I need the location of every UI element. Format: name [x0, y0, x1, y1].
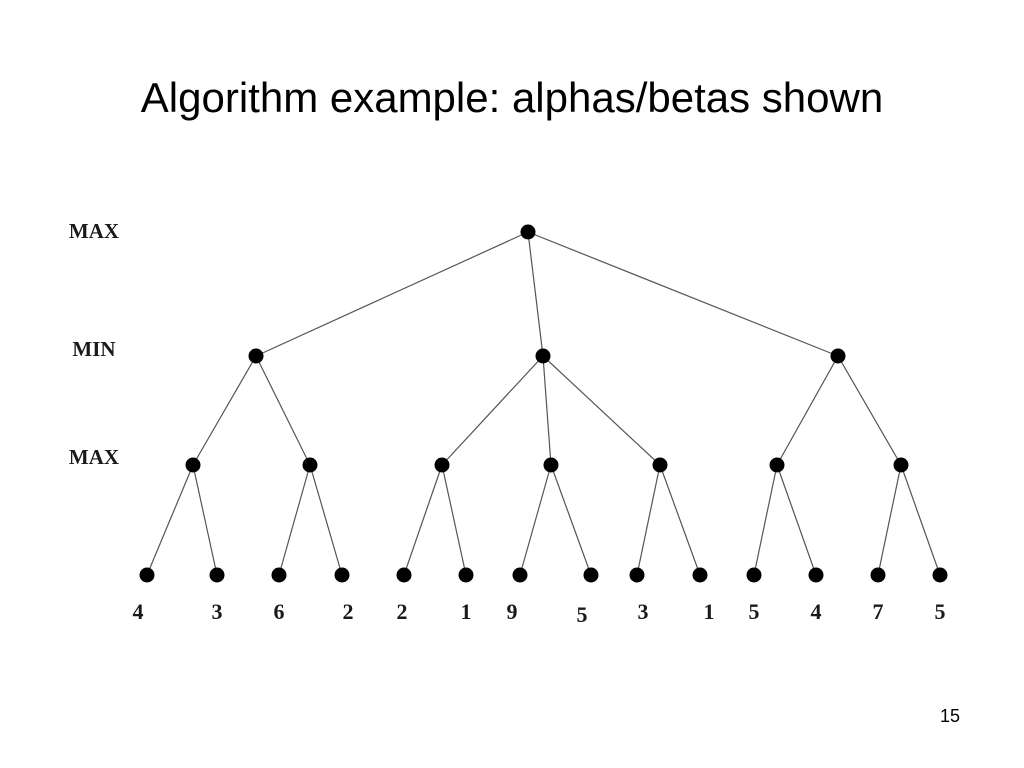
edge-max-1-leaf-1: [146, 464, 194, 576]
node-max-1: [185, 457, 201, 473]
edge-max-2-leaf-3: [278, 464, 311, 576]
node-max-4: [543, 457, 559, 473]
edge-min-2-max-5: [542, 355, 661, 466]
leaf-value-leaf-6: 1: [461, 599, 472, 624]
node-min-2: [535, 348, 551, 364]
edge-min-3-max-7: [837, 355, 902, 466]
leaf-value-leaf-9: 3: [638, 599, 649, 624]
node-leaf-4: [334, 567, 350, 583]
leaf-value-leaf-11: 5: [749, 599, 760, 624]
level-label-2: MAX: [69, 445, 119, 469]
leaf-value-leaf-7: 9: [507, 599, 518, 624]
node-max-3: [434, 457, 450, 473]
edge-max-3-leaf-5: [403, 464, 443, 576]
edge-min-1-max-2: [255, 355, 311, 466]
node-max-7: [893, 457, 909, 473]
tree-nodes: [139, 224, 948, 583]
leaf-value-leaf-8: 5: [577, 602, 588, 627]
node-leaf-1: [139, 567, 155, 583]
leaf-value-leaf-1: 4: [133, 599, 144, 624]
leaf-value-leaf-5: 2: [397, 599, 408, 624]
level-label-0: MAX: [69, 219, 119, 243]
edge-root-min-1: [255, 231, 529, 357]
node-leaf-7: [512, 567, 528, 583]
node-leaf-14: [932, 567, 948, 583]
node-leaf-6: [458, 567, 474, 583]
leaf-value-leaf-12: 4: [811, 599, 822, 624]
node-max-2: [302, 457, 318, 473]
leaf-values: 4 3 6 2 2 1 9 5 3 1 5 4 7 5: [133, 599, 946, 627]
edge-max-7-leaf-14: [900, 464, 941, 576]
node-leaf-10: [692, 567, 708, 583]
edge-root-min-2: [527, 231, 544, 357]
node-max-6: [769, 457, 785, 473]
edge-min-2-max-3: [441, 355, 544, 466]
edge-max-1-leaf-2: [192, 464, 218, 576]
node-leaf-9: [629, 567, 645, 583]
edge-min-3-max-6: [776, 355, 839, 466]
edge-max-3-leaf-6: [441, 464, 467, 576]
leaf-value-leaf-4: 2: [343, 599, 354, 624]
edge-max-4-leaf-7: [519, 464, 552, 576]
node-leaf-13: [870, 567, 886, 583]
node-leaf-8: [583, 567, 599, 583]
node-leaf-12: [808, 567, 824, 583]
leaf-value-leaf-2: 3: [212, 599, 223, 624]
edge-max-4-leaf-8: [550, 464, 592, 576]
edge-max-6-leaf-12: [776, 464, 817, 576]
node-root: [520, 224, 536, 240]
tree-edges: [146, 231, 941, 576]
node-leaf-11: [746, 567, 762, 583]
leaf-value-leaf-14: 5: [935, 599, 946, 624]
leaf-value-leaf-13: 7: [873, 599, 884, 624]
level-labels: MAX MIN MAX: [69, 219, 119, 469]
slide-title: Algorithm example: alphas/betas shown: [140, 74, 884, 121]
node-leaf-5: [396, 567, 412, 583]
page-number: 15: [939, 706, 961, 726]
edge-max-5-leaf-10: [659, 464, 701, 576]
node-min-3: [830, 348, 846, 364]
edge-min-1-max-1: [192, 355, 257, 466]
leaf-value-leaf-10: 1: [704, 599, 715, 624]
edge-max-6-leaf-11: [753, 464, 778, 576]
node-max-5: [652, 457, 668, 473]
leaf-value-leaf-3: 6: [274, 599, 285, 624]
node-min-1: [248, 348, 264, 364]
edge-max-5-leaf-9: [636, 464, 661, 576]
edge-max-2-leaf-4: [309, 464, 343, 576]
node-leaf-3: [271, 567, 287, 583]
edge-root-min-3: [527, 231, 839, 357]
node-leaf-2: [209, 567, 225, 583]
edge-min-2-max-4: [542, 355, 552, 466]
level-label-1: MIN: [72, 337, 115, 361]
edge-max-7-leaf-13: [877, 464, 902, 576]
